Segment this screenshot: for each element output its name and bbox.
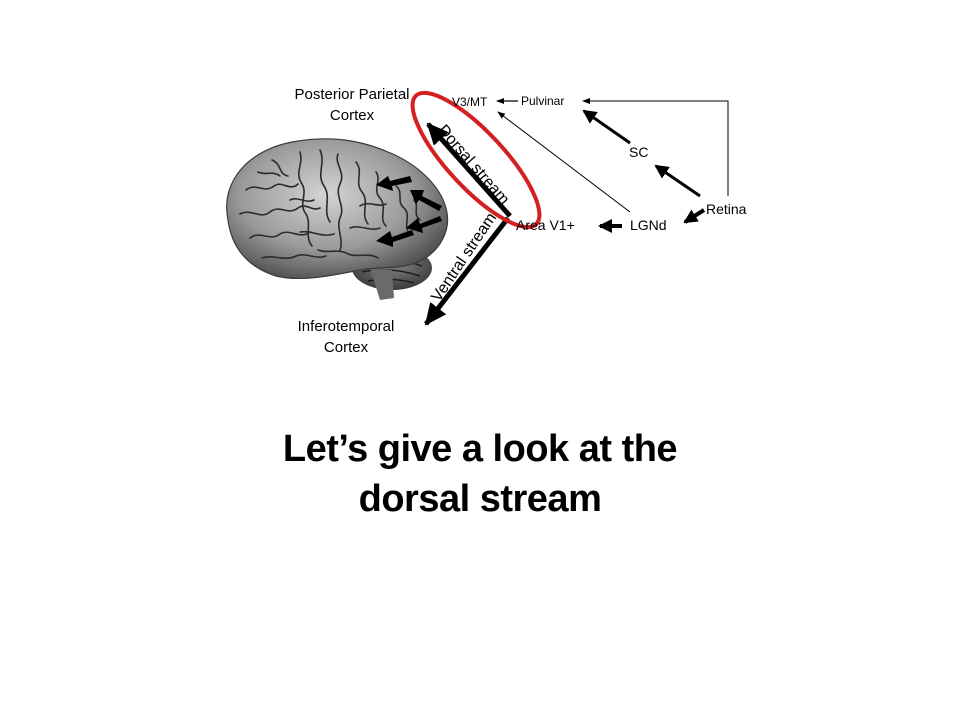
label-area-v1: Area V1+ xyxy=(516,217,575,233)
caption-line-2: dorsal stream xyxy=(358,478,602,520)
brain-arrow-4 xyxy=(376,230,414,247)
arrow-retina-to-lgnd xyxy=(683,208,706,224)
stream-arrows xyxy=(424,122,512,326)
label-posterior-parietal: Posterior Parietal xyxy=(294,86,409,103)
slide-caption: Let’s give a look at the dorsal stream xyxy=(0,424,960,524)
label-posterior-parietal-cortex: Cortex xyxy=(330,107,375,124)
label-lgnd: LGNd xyxy=(630,217,667,233)
visual-pathways-diagram: Posterior Parietal Cortex V3/MT Pulvinar… xyxy=(226,86,747,356)
brain-arrow-1 xyxy=(376,176,412,191)
label-inferotemporal: Inferotemporal xyxy=(298,318,395,335)
caption-line-1: Let’s give a look at the xyxy=(282,428,678,470)
label-pulvinar: Pulvinar xyxy=(521,94,564,108)
arrow-retina-to-sc xyxy=(654,164,701,198)
arrow-sc-to-pulvinar xyxy=(582,109,631,145)
brain-arrow-3 xyxy=(406,216,442,233)
label-sc: SC xyxy=(629,144,648,160)
ventral-stream-arrow xyxy=(424,216,510,326)
brainstem xyxy=(370,268,394,300)
dorsal-stream-arrow xyxy=(426,122,512,218)
label-v3mt: V3/MT xyxy=(452,95,488,109)
label-retina: Retina xyxy=(706,201,747,217)
brain-lateral-view xyxy=(226,138,449,300)
arrow-lgnd-to-v3mt xyxy=(497,111,631,213)
thin-pathways xyxy=(496,98,729,213)
dorsal-stream-highlight xyxy=(410,90,542,230)
label-inferotemporal-cortex: Cortex xyxy=(324,339,369,356)
brain-arrow-2 xyxy=(410,190,442,211)
medium-pathways xyxy=(582,109,706,233)
brain-pathway-arrows xyxy=(376,176,442,247)
arrow-retina-to-pulvinar xyxy=(582,98,729,196)
